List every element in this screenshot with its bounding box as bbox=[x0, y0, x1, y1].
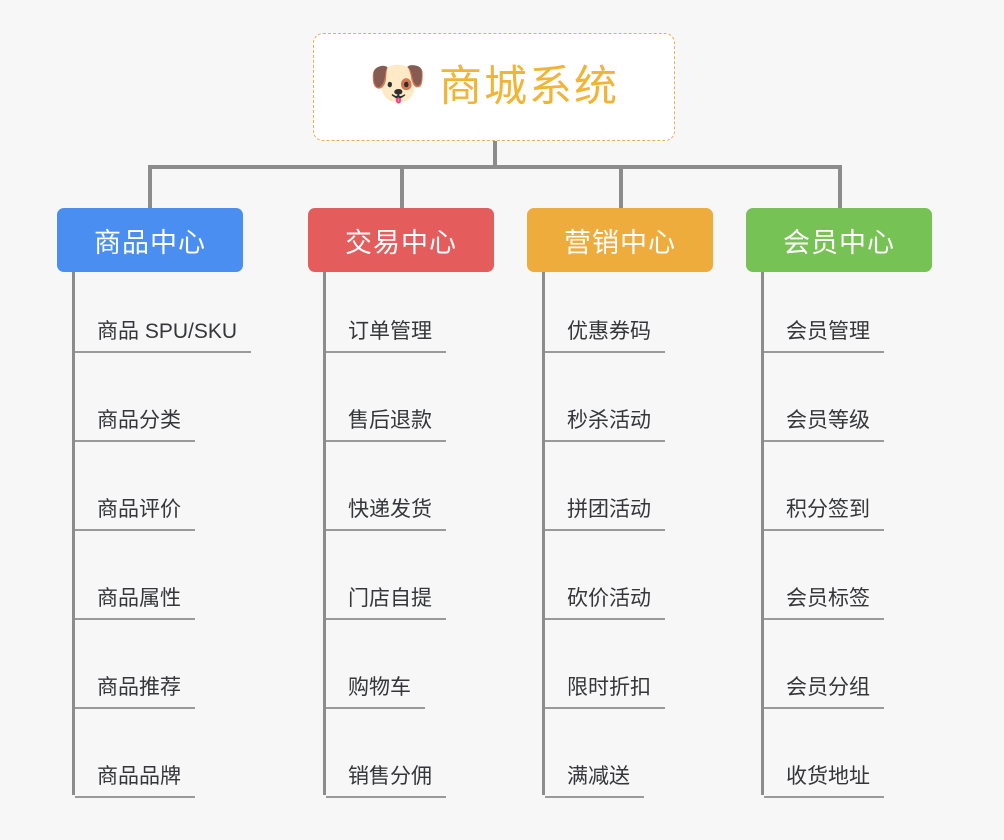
leaf-item[interactable]: 限时折扣 bbox=[545, 676, 665, 710]
category-label: 交易中心 bbox=[345, 227, 457, 258]
root-node[interactable]: 🐶 商城系统 bbox=[313, 33, 675, 141]
connector-drop-1 bbox=[148, 165, 152, 210]
leaf-item[interactable]: 商品属性 bbox=[75, 587, 195, 621]
category-box-1[interactable]: 商品中心 bbox=[57, 208, 243, 272]
category-box-2[interactable]: 交易中心 bbox=[308, 208, 494, 272]
connector-root-stem bbox=[493, 141, 497, 169]
leaf-item[interactable]: 积分签到 bbox=[764, 498, 884, 532]
leaf-item[interactable]: 快递发货 bbox=[326, 498, 446, 532]
leaf-spine bbox=[761, 272, 764, 795]
leaf-spine bbox=[323, 272, 326, 795]
root-title: 商城系统 bbox=[439, 62, 619, 111]
leaf-item[interactable]: 会员等级 bbox=[764, 409, 884, 443]
connector-drop-4 bbox=[838, 165, 842, 210]
leaf-item[interactable]: 门店自提 bbox=[326, 587, 446, 621]
leaf-item[interactable]: 购物车 bbox=[326, 676, 425, 710]
leaf-item[interactable]: 拼团活动 bbox=[545, 498, 665, 532]
leaf-item[interactable]: 秒杀活动 bbox=[545, 409, 665, 443]
leaf-item[interactable]: 会员管理 bbox=[764, 320, 884, 354]
leaf-item[interactable]: 砍价活动 bbox=[545, 587, 665, 621]
leaf-item[interactable]: 商品品牌 bbox=[75, 765, 195, 799]
category-label: 营销中心 bbox=[564, 227, 676, 258]
leaf-item[interactable]: 商品分类 bbox=[75, 409, 195, 443]
category-label: 商品中心 bbox=[94, 227, 206, 258]
dog-face-icon: 🐶 bbox=[369, 57, 427, 109]
leaf-spine bbox=[542, 272, 545, 795]
category-box-4[interactable]: 会员中心 bbox=[746, 208, 932, 272]
leaf-item[interactable]: 收货地址 bbox=[764, 765, 884, 799]
leaf-item[interactable]: 优惠券码 bbox=[545, 320, 665, 354]
connector-horizontal-bus bbox=[149, 165, 839, 169]
leaf-spine bbox=[72, 272, 75, 795]
leaf-item[interactable]: 订单管理 bbox=[326, 320, 446, 354]
category-label: 会员中心 bbox=[783, 227, 895, 258]
leaf-item[interactable]: 商品推荐 bbox=[75, 676, 195, 710]
leaf-item[interactable]: 售后退款 bbox=[326, 409, 446, 443]
leaf-item[interactable]: 商品 SPU/SKU bbox=[75, 320, 252, 354]
connector-drop-3 bbox=[619, 165, 623, 210]
category-box-3[interactable]: 营销中心 bbox=[527, 208, 713, 272]
leaf-item[interactable]: 满减送 bbox=[545, 765, 644, 799]
connector-drop-2 bbox=[400, 165, 404, 210]
leaf-item[interactable]: 商品评价 bbox=[75, 498, 195, 532]
leaf-item[interactable]: 会员标签 bbox=[764, 587, 884, 621]
leaf-item[interactable]: 销售分佣 bbox=[326, 765, 446, 799]
leaf-item[interactable]: 会员分组 bbox=[764, 676, 884, 710]
